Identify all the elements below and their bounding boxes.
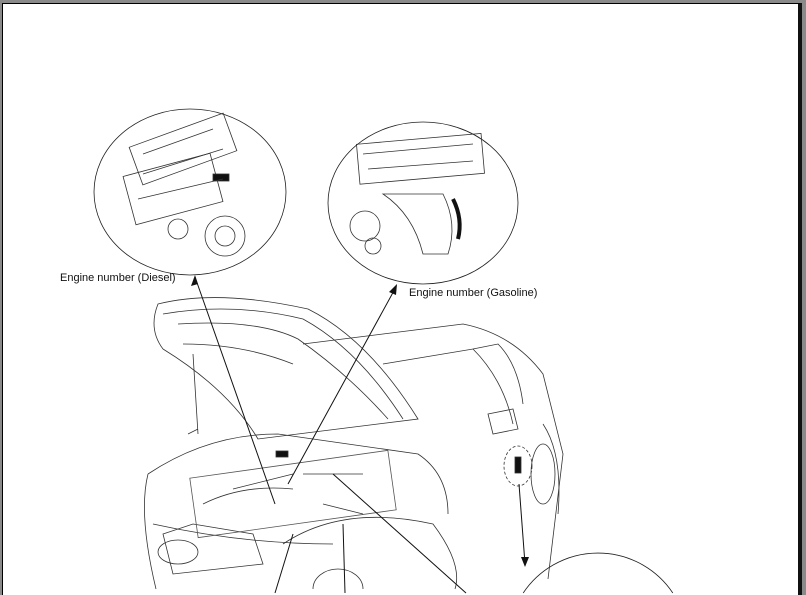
- car-illustration: [144, 297, 564, 590]
- diesel-engine-number-label: Engine number (Diesel): [60, 272, 176, 284]
- vin-detail-circle: [522, 552, 674, 594]
- engine-number-location-diagram: [93, 108, 674, 594]
- gasoline-engine-detail: [327, 121, 519, 285]
- illustration-page: Engine number (Diesel) Engine number (Ga…: [2, 3, 802, 595]
- gasoline-engine-number-label: Engine number (Gasoline): [409, 287, 538, 299]
- diesel-engine-detail: [93, 108, 287, 276]
- pointer-arrows: [194, 276, 526, 594]
